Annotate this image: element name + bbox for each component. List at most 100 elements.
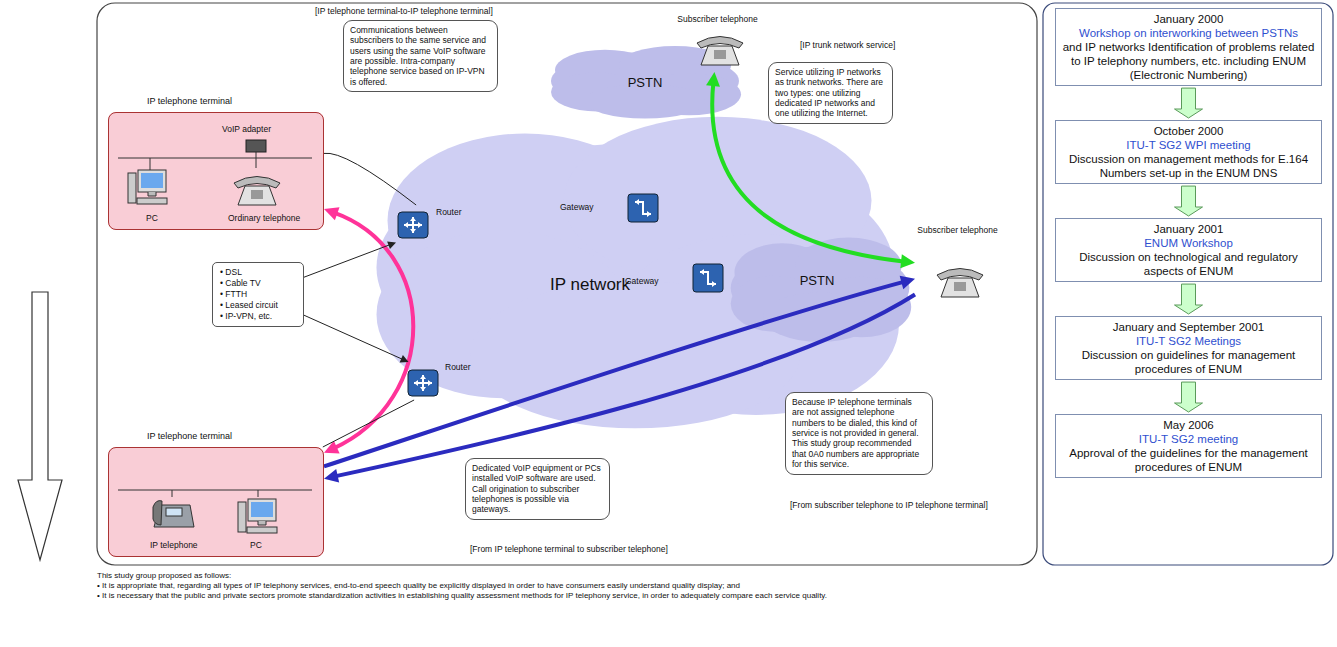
timeline-date: January 2000	[1062, 12, 1315, 26]
timeline-box: January 2000Workshop on interworking bet…	[1055, 8, 1322, 86]
node-text: PSTN	[800, 273, 835, 288]
timeline-box: January and September 2001ITU-T SG2 Meet…	[1055, 316, 1322, 380]
timeline-title: ITU-T SG2 Meetings	[1062, 334, 1315, 348]
timeline-body: Discussion on management methods for E.1…	[1062, 152, 1315, 180]
cloud-shape	[725, 232, 915, 344]
node-text: Subscriber telephone	[670, 14, 765, 24]
arrow-head	[324, 207, 340, 220]
section-label: [From IP telephone terminal to subscribe…	[470, 544, 668, 554]
pstn-cloud: PSTN	[725, 232, 915, 344]
timeline-date: May 2006	[1062, 418, 1315, 432]
timeline-title: ITU-T SG2 WPI meeting	[1062, 138, 1315, 152]
callout-box: Because IP telephone terminals are not a…	[785, 392, 933, 475]
device-label: PC	[146, 213, 158, 223]
down-arrow	[18, 292, 62, 560]
timeline-title: ENUM Workshop	[1062, 236, 1315, 250]
node-text: • Cable TV	[220, 278, 296, 289]
voip-adapter	[246, 140, 266, 152]
callout-box: Service utilizing IP networks as trunk n…	[768, 62, 893, 124]
router-node: Router	[396, 205, 488, 245]
terminal-box: IP telephone terminal	[108, 112, 324, 230]
block-arrow	[1175, 284, 1203, 314]
block-arrow	[1175, 382, 1203, 412]
terminal-fill	[108, 112, 324, 230]
node-text: IP telephone terminal	[147, 96, 232, 106]
router-icon	[408, 370, 438, 396]
terminal-box: IP telephone terminal	[108, 447, 324, 557]
timeline-box: October 2000ITU-T SG2 WPI meetingDiscuss…	[1055, 120, 1322, 184]
timeline-body: Approval of the guidelines for the manag…	[1062, 446, 1315, 474]
callout-box: Dedicated VoIP equipment or PCs installe…	[465, 458, 610, 520]
block-arrow	[1175, 186, 1203, 216]
node-text: Because IP telephone terminals are not a…	[792, 397, 926, 470]
node-text: Router	[445, 362, 471, 372]
timeline-title: Workshop on interworking between PSTNs	[1062, 26, 1315, 40]
device-label: IP telephone	[150, 540, 198, 550]
timeline-arrow	[1175, 284, 1203, 314]
node-text: Router	[436, 207, 462, 217]
timeline-body: Discussion on technological and regulato…	[1062, 250, 1315, 278]
connector	[323, 400, 414, 447]
timeline-arrow	[1175, 382, 1203, 412]
lan-line	[118, 490, 312, 497]
lan-line	[118, 152, 312, 170]
timeline-arrow	[1175, 88, 1203, 118]
node-text: • FTTH	[220, 289, 296, 300]
arrow-head	[900, 254, 915, 268]
arrow-head	[324, 469, 339, 483]
pc-icon	[238, 499, 277, 533]
ip-phone-icon	[153, 501, 194, 527]
node-text: Communications between subscribers to th…	[350, 25, 491, 87]
node-text: Service utilizing IP networks as trunk n…	[775, 67, 886, 119]
section-label: [From subscriber telephone to IP telepho…	[790, 500, 988, 510]
cloud-lobe	[763, 292, 877, 341]
section-label: [IP trunk network service]	[800, 40, 895, 50]
timeline-panel	[1043, 3, 1333, 565]
pc-icon	[128, 170, 167, 204]
timeline-date: January and September 2001	[1062, 320, 1315, 334]
timeline-title: ITU-T SG2 meeting	[1062, 432, 1315, 446]
connector-line	[323, 400, 414, 447]
timeline-arrow	[1175, 186, 1203, 216]
note-text: • It is appropriate that, regarding all …	[97, 581, 1032, 591]
callout-box: Communications between subscribers to th…	[343, 20, 498, 92]
ip-network-cloud: IP network	[360, 100, 910, 435]
subscriber-phone	[937, 269, 983, 298]
phone-node: Subscriber telephone	[670, 14, 765, 72]
node-text: Subscriber telephone	[915, 225, 1000, 235]
node-text: Gateway	[560, 202, 594, 212]
node-text: • IP-VPN, etc.	[220, 311, 296, 322]
block-arrow	[1175, 88, 1203, 118]
note-text: This study group proposed as follows:	[97, 571, 1032, 581]
cloud-shape	[360, 100, 910, 435]
gateway-node: Gateway	[560, 192, 670, 226]
gateway-node: Gateway	[625, 262, 735, 296]
device-label: PC	[250, 540, 262, 550]
note-text: • It is necessary that the public and pr…	[97, 591, 1032, 601]
ordinary-phone	[234, 177, 280, 206]
router-icon	[398, 212, 428, 238]
node-text: PSTN	[628, 75, 663, 90]
node-text: • DSL	[220, 267, 296, 278]
node-text: IP network	[550, 275, 630, 295]
node-text: Gateway	[625, 276, 659, 286]
router-node: Router	[405, 362, 497, 400]
timeline-body: and IP networks Identification of proble…	[1062, 40, 1315, 82]
timeline-date: January 2001	[1062, 222, 1315, 236]
node-text: • Leased circuit	[220, 300, 296, 311]
notes-block: This study group proposed as follows:• I…	[97, 571, 1032, 601]
node-text: Dedicated VoIP equipment or PCs installe…	[472, 463, 603, 515]
gateway-icon	[693, 264, 723, 292]
access-list-box: • DSL• Cable TV• FTTH• Leased circuit• I…	[212, 262, 304, 327]
device-label: Ordinary telephone	[228, 213, 300, 223]
phone-node: Subscriber telephone	[915, 225, 1000, 310]
main-frame	[97, 3, 1037, 565]
timeline-box: January 2001ENUM WorkshopDiscussion on t…	[1055, 218, 1322, 282]
node-text: IP telephone terminal	[147, 431, 232, 441]
device-label: VoIP adapter	[222, 124, 271, 134]
timeline-date: October 2000	[1062, 124, 1315, 138]
terminal-fill	[108, 447, 324, 557]
timeline-box: May 2006ITU-T SG2 meetingApproval of the…	[1055, 414, 1322, 478]
section-label: [IP telephone terminal-to-IP telephone t…	[315, 6, 493, 16]
gateway-icon	[628, 194, 658, 222]
